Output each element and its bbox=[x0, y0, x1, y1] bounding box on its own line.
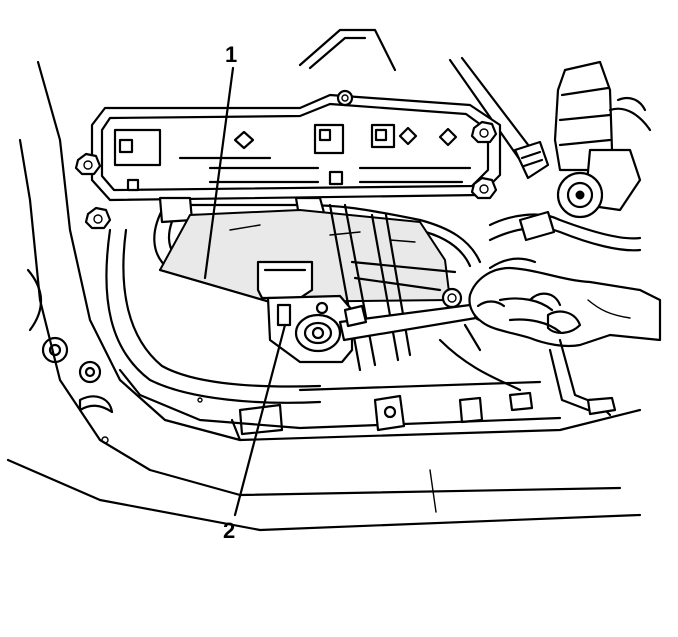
door-inner-panel bbox=[6, 60, 642, 532]
door-left-features bbox=[26, 268, 114, 444]
lock-rod-assembly bbox=[438, 323, 617, 417]
upper-mounting-bracket bbox=[90, 89, 502, 202]
window-motor bbox=[553, 60, 652, 219]
window-frame-top bbox=[298, 28, 534, 162]
bolt-right-mid bbox=[470, 176, 498, 200]
bolt-upper-left bbox=[74, 152, 102, 176]
callout-label-1: 1 bbox=[225, 42, 237, 67]
regulator-rails bbox=[328, 203, 463, 372]
lower-panel-features bbox=[197, 380, 542, 442]
leader-line-2 bbox=[233, 323, 287, 517]
bolt-upper-right bbox=[470, 120, 498, 144]
callout-label-2: 2 bbox=[223, 518, 235, 543]
technician-hand bbox=[468, 257, 662, 348]
window-glass bbox=[158, 209, 451, 304]
callout-leaders bbox=[203, 66, 287, 517]
mounting-bolts bbox=[74, 120, 498, 230]
harness-connector bbox=[488, 140, 642, 334]
ratchet-tool bbox=[294, 299, 498, 353]
leader-line-1 bbox=[203, 66, 235, 280]
bolt-lower-left bbox=[84, 206, 112, 230]
